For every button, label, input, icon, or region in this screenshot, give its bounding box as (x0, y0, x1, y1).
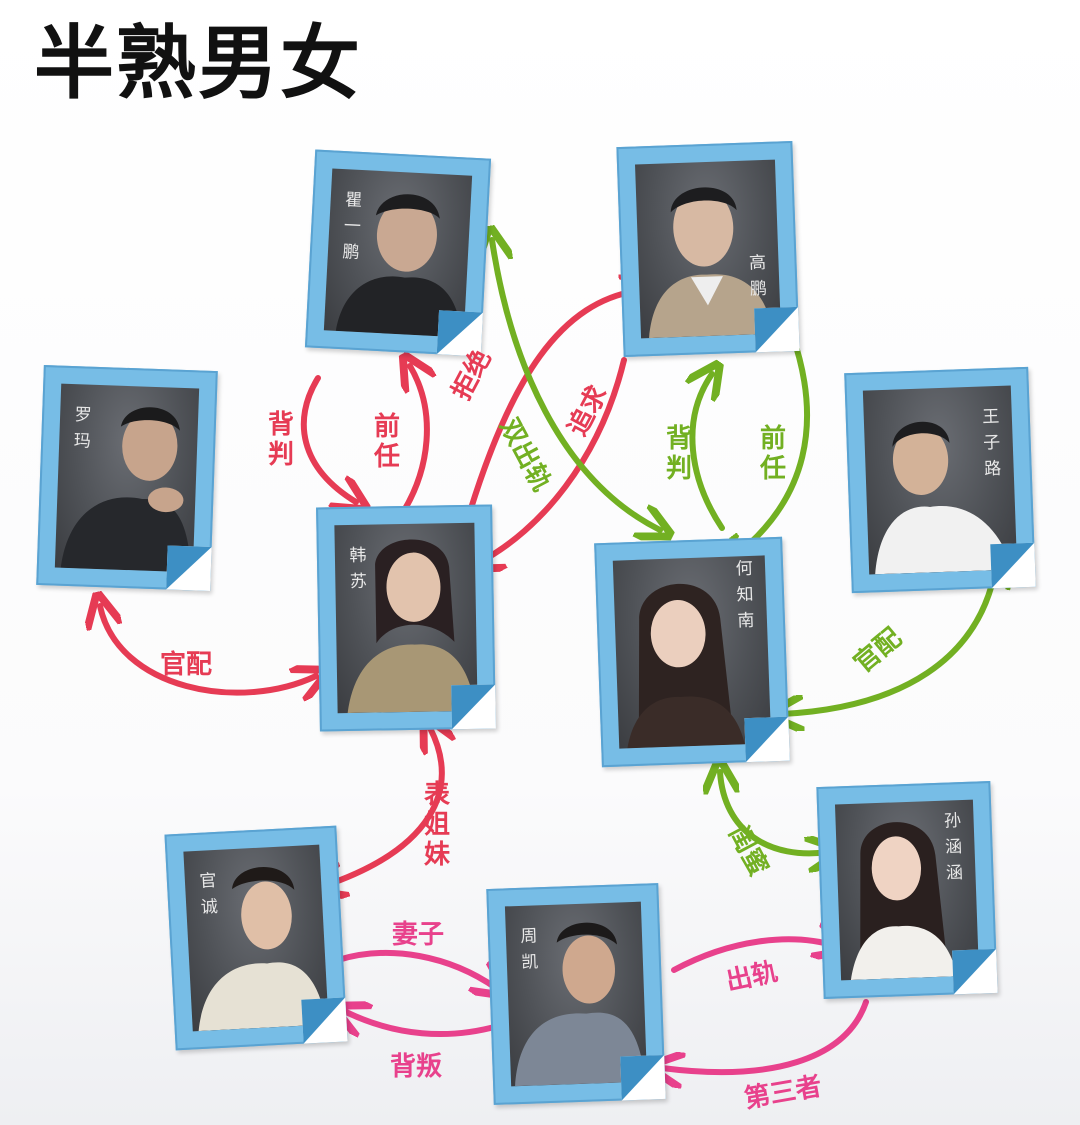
card-guan-cheng: 官诚 (164, 825, 348, 1051)
arrow-disanzhe (662, 999, 869, 1072)
folded-corner (952, 948, 998, 995)
portrait-photo (612, 555, 772, 749)
person-name: 何知南 (735, 558, 755, 632)
arrow-beipan-2 (692, 374, 722, 531)
relation-label: 表姐妹 (423, 780, 450, 870)
card-sun-hanhan: 孙涵涵 (816, 781, 998, 999)
person-name: 周凯 (520, 926, 539, 973)
arrow-guimi (720, 772, 828, 853)
folded-corner (744, 716, 790, 763)
person-name: 官诚 (198, 871, 219, 918)
card-luo-ma: 罗玛 (36, 365, 218, 591)
arrow-beipan-3 (346, 1012, 501, 1034)
arrow-qianren-2 (730, 331, 810, 560)
folded-corner (990, 542, 1036, 589)
arrow-qianren-1 (395, 366, 427, 523)
arrow-qizi (335, 949, 496, 988)
arrow-shuangchugui (492, 240, 660, 530)
person-name: 韩苏 (349, 545, 368, 592)
portrait-photo (834, 799, 980, 981)
arrow-chugui (671, 939, 836, 973)
person-name: 瞿一鹏 (341, 190, 363, 263)
relation-label: 前任 (759, 424, 786, 484)
portrait-photo (323, 168, 473, 338)
card-zhou-kai: 周凯 (486, 883, 666, 1105)
folded-corner (451, 684, 496, 730)
portrait-photo (635, 159, 781, 339)
relation-label: 背叛 (390, 1052, 443, 1082)
card-he-zhinan: 何知南 (594, 536, 790, 768)
diagram-title: 半熟男女 (34, 17, 362, 110)
relation-label: 妻子 (392, 920, 445, 950)
relation-label: 前任 (373, 412, 400, 472)
portrait-photo (862, 385, 1018, 575)
arrow-biaojiemei (324, 728, 442, 886)
card-gao-peng: 高鹏 (616, 140, 800, 358)
relation-label: 官配 (160, 650, 213, 680)
arrow-jujue (465, 290, 642, 521)
card-han-su: 韩苏 (316, 504, 496, 732)
portrait-photo (183, 844, 329, 1032)
portrait-photo (54, 383, 200, 573)
person-name: 高鹏 (748, 252, 768, 300)
card-wang-zilu: 王子路 (844, 366, 1036, 594)
relation-label: 背判 (267, 410, 294, 470)
relation-label: 背判 (665, 424, 692, 484)
arrow-guanpei-1 (100, 606, 316, 693)
folded-corner (754, 306, 800, 353)
person-name: 王子路 (981, 406, 1002, 480)
folded-corner (301, 997, 348, 1044)
person-name: 罗玛 (73, 405, 93, 452)
portrait-photo (334, 522, 478, 714)
folded-corner (620, 1054, 666, 1101)
card-cheng-yipeng: 瞿一鹏 (304, 149, 492, 357)
folded-corner (166, 545, 212, 591)
arrow-guanpei-2 (782, 566, 996, 714)
portrait-photo (504, 901, 648, 1087)
person-name: 孙涵涵 (943, 811, 964, 884)
arrow-beipan-1 (300, 375, 356, 502)
